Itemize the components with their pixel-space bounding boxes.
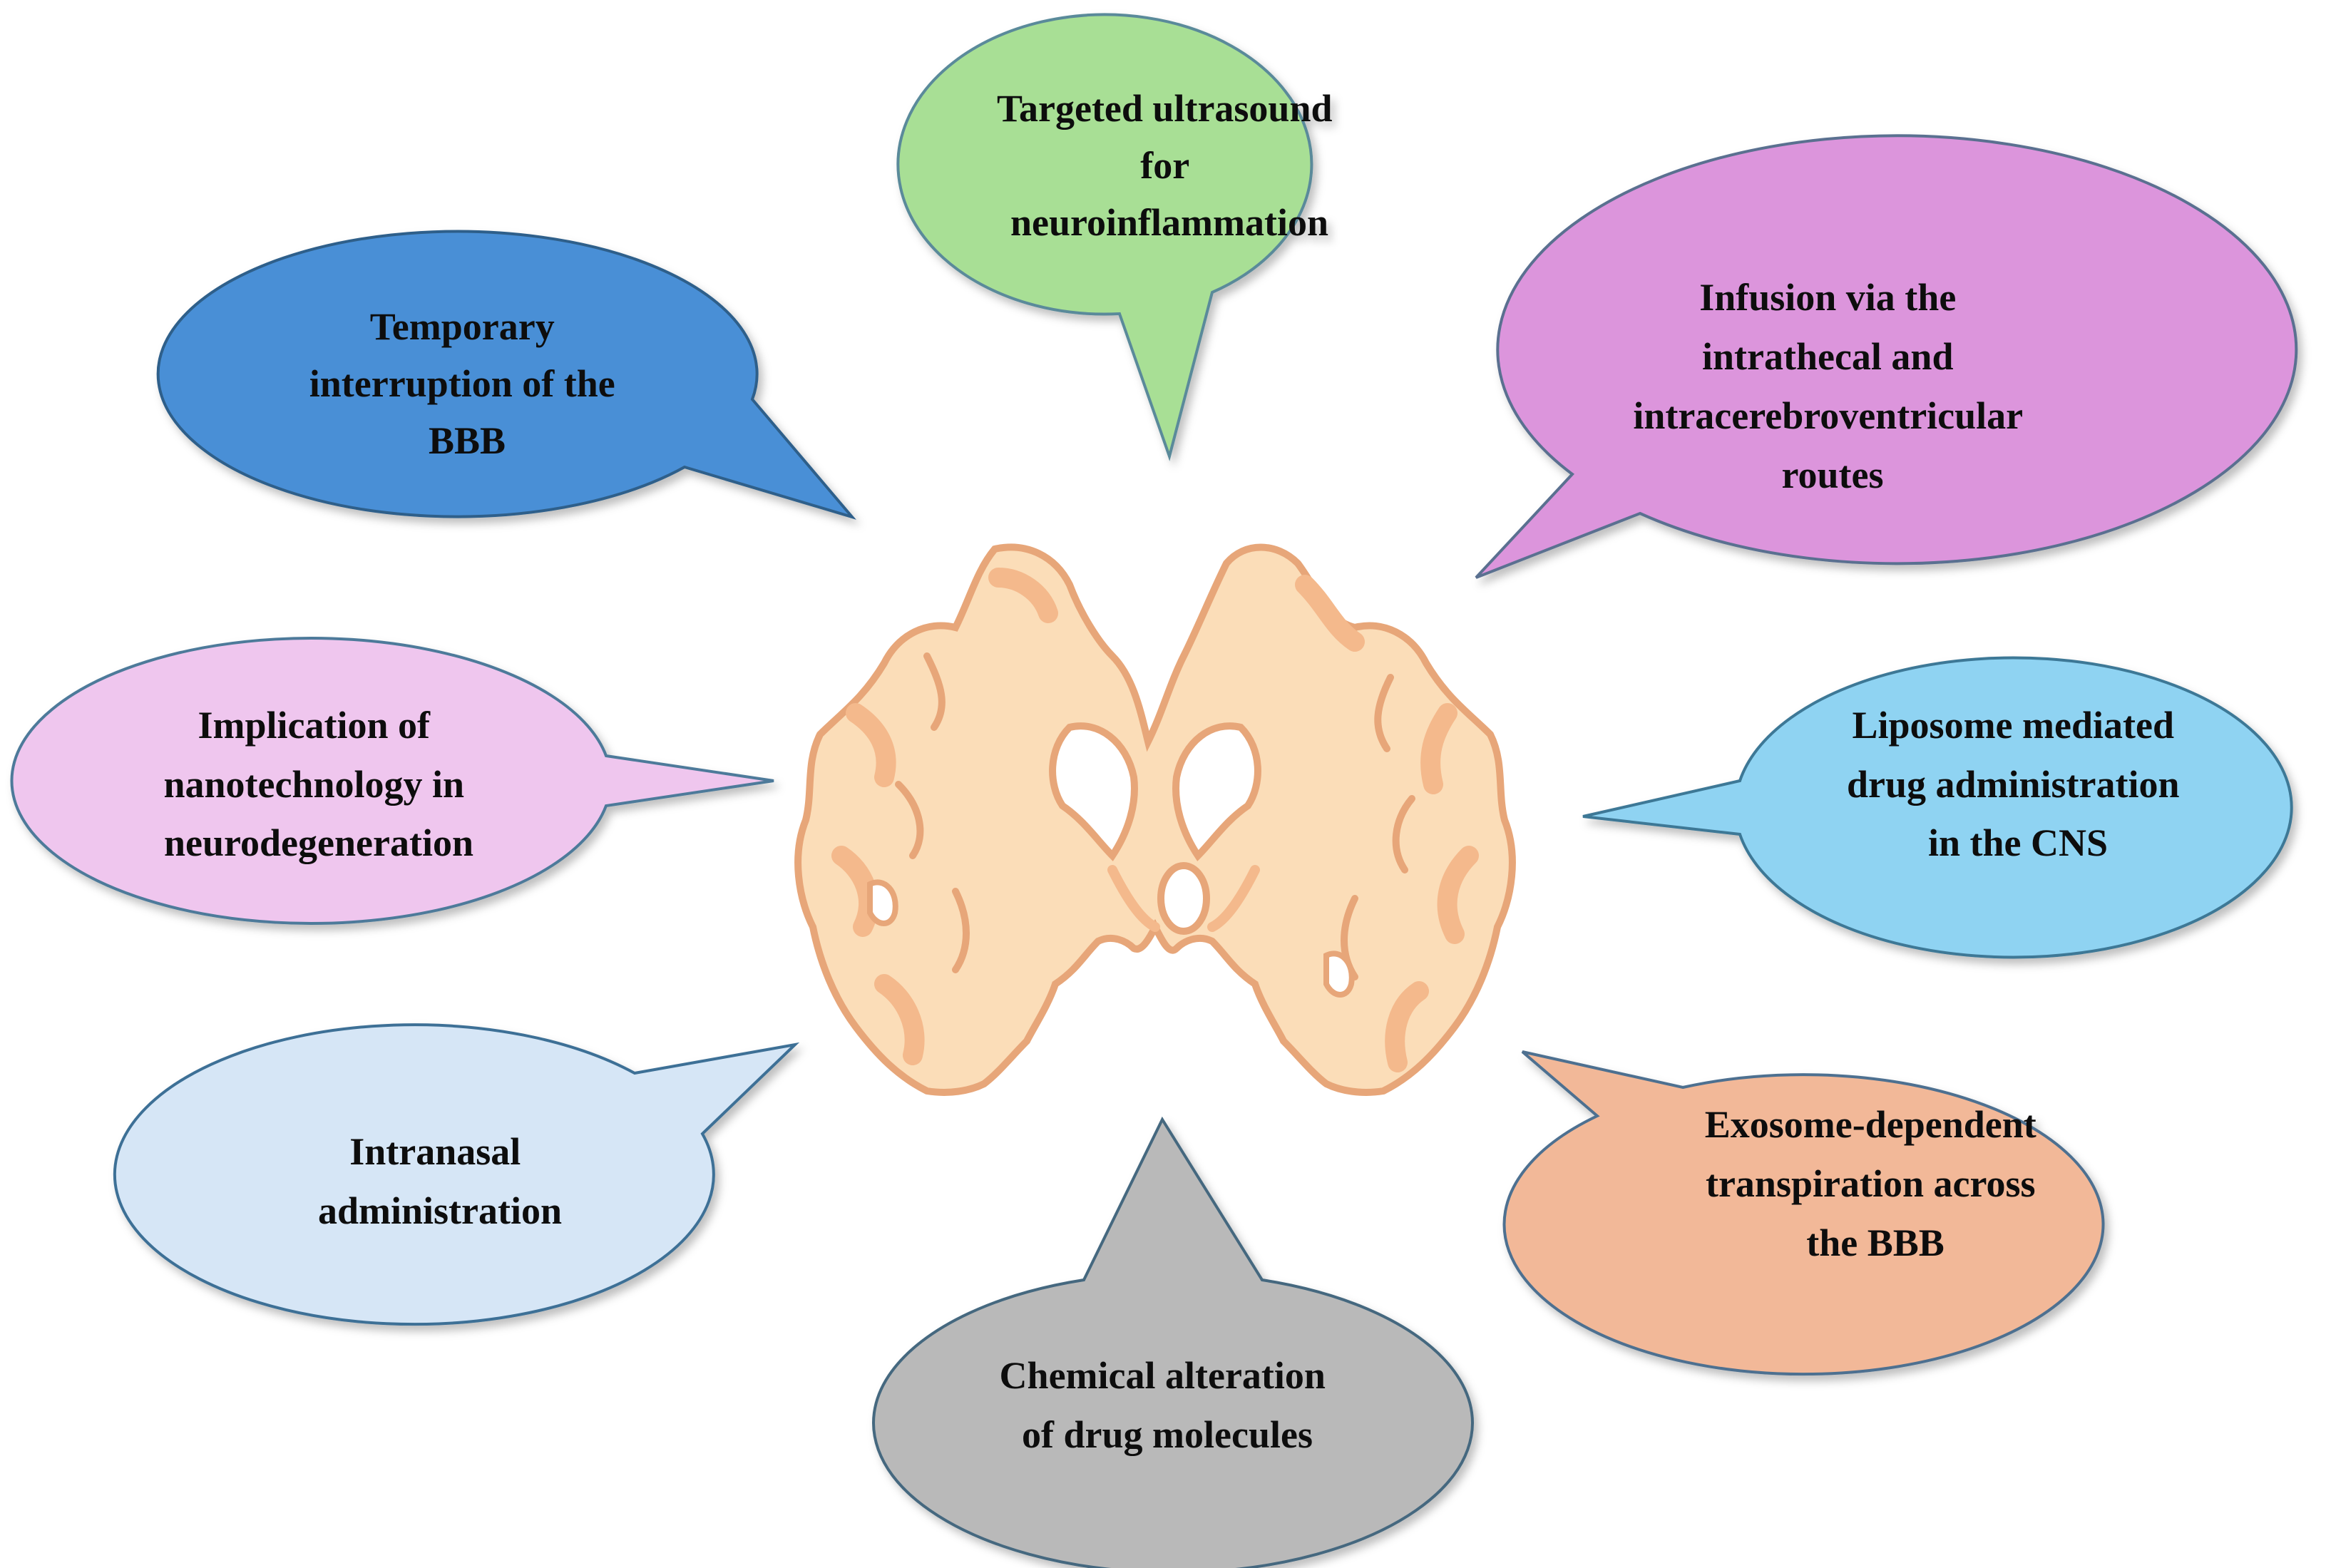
bubble-intranasal: Intranasal administration bbox=[113, 1023, 800, 1326]
brain-coronal-section-icon bbox=[794, 543, 1516, 1096]
bubble-text: Liposome mediated drug administration in… bbox=[1847, 704, 2189, 864]
bubble-text: Infusion via the intrathecal and intrace… bbox=[1633, 276, 2032, 496]
speech-bubble-shape bbox=[10, 637, 774, 925]
bubble-text: Exosome-dependent transpiration across t… bbox=[1705, 1103, 2046, 1264]
bubble-infusion-intrathecal: Infusion via the intrathecal and intrace… bbox=[1475, 134, 2298, 579]
bubble-text: Temporary interruption of the BBB bbox=[309, 305, 625, 462]
left-lateral-ventricle bbox=[1049, 722, 1138, 861]
bubble-liposome: Liposome mediated drug administration in… bbox=[1582, 656, 2293, 959]
right-lateral-ventricle bbox=[1172, 722, 1261, 861]
speech-bubble-shape bbox=[872, 1116, 1474, 1568]
bubble-targeted-ultrasound: Targeted ultrasound for neuroinflammatio… bbox=[896, 13, 1342, 461]
bubble-nanotechnology: Implication of nanotechnology in neurode… bbox=[10, 637, 774, 925]
bubble-text: Implication of nanotechnology in neurode… bbox=[163, 704, 473, 864]
speech-bubble-shape bbox=[1502, 1050, 2105, 1376]
third-ventricle bbox=[1157, 862, 1210, 935]
bubble-text: Targeted ultrasound for neuroinflammatio… bbox=[997, 87, 1342, 244]
bubble-exosome: Exosome-dependent transpiration across t… bbox=[1502, 1050, 2105, 1376]
bubble-temporary-interruption-bbb: Temporary interruption of the BBB bbox=[156, 230, 856, 520]
bubble-chemical-alteration: Chemical alteration of drug molecules bbox=[872, 1116, 1474, 1568]
speech-bubble-shape bbox=[1582, 656, 2293, 959]
left-cavity bbox=[867, 879, 898, 926]
speech-bubble-shape bbox=[156, 230, 856, 520]
brain-gray-matter-band bbox=[831, 568, 1479, 1072]
speech-bubble-shape bbox=[1475, 134, 2298, 579]
bubble-text: Chemical alteration of drug molecules bbox=[1000, 1354, 1336, 1456]
basal-ganglia bbox=[1107, 865, 1260, 932]
bubble-text: Intranasal administration bbox=[318, 1130, 562, 1232]
speech-bubble-shape bbox=[896, 13, 1313, 461]
speech-bubble-shape bbox=[113, 1023, 800, 1326]
brain-sulci bbox=[895, 652, 1415, 980]
right-cavity bbox=[1323, 950, 1355, 998]
